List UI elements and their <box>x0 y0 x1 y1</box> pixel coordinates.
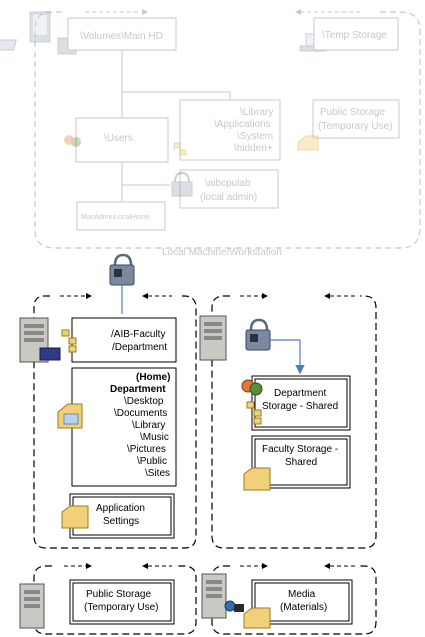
aibcpulab-line-2: (local admin) <box>200 192 257 203</box>
users-icon <box>241 379 263 396</box>
library-line-2: \Applications <box>214 119 271 130</box>
local-public-storage-line-2: (Temporary Use) <box>318 121 392 132</box>
media-line-1: Media <box>288 589 316 600</box>
library-box: \Library \Applications \System \hidden+ <box>179 99 281 161</box>
local-lock-icon <box>171 171 193 197</box>
local-machine-label: Local Machine/Workstation <box>162 247 282 258</box>
home-item-library: \Library <box>132 420 165 431</box>
temp-storage-box: \Temp Storage <box>313 17 399 51</box>
users-box: \Users <box>75 117 169 163</box>
home-folder-box: (Home) Department \Desktop \Documents \L… <box>71 367 177 487</box>
library-line-1: \Library <box>240 107 273 118</box>
faculty-storage-line-1: Faculty Storage - <box>262 444 338 455</box>
library-line-3: \System <box>237 131 273 142</box>
tree-icon <box>61 329 77 353</box>
aib-faculty-line-1: /AIB-Faculty <box>111 329 165 340</box>
dept-storage-box: Department Storage - Shared <box>251 375 351 431</box>
local-public-storage-line-1: Public Storage <box>320 107 385 118</box>
media-line-2: (Materials) <box>280 602 327 613</box>
folder-icon <box>61 505 89 529</box>
tree-icon <box>246 401 262 425</box>
department-server-region <box>211 293 377 549</box>
faculty-storage-line-2: Shared <box>285 457 317 468</box>
dept-storage-line-1: Department <box>274 388 326 399</box>
media-server-region <box>211 563 377 635</box>
temp-storage-label: \Temp Storage <box>322 30 387 41</box>
media-box: Media (Materials) <box>251 579 353 625</box>
aibcpulab-box: \aibcpulab (local admin) <box>179 169 279 209</box>
media-icon <box>224 600 244 612</box>
folder-icon <box>297 135 319 151</box>
faculty-server-region <box>33 293 197 549</box>
dept-storage-line-2: Storage - Shared <box>262 401 338 412</box>
public-storage-line-1: Public Storage <box>86 589 151 600</box>
folder-icon <box>243 467 271 491</box>
aib-faculty-line-2: /Department <box>112 342 167 353</box>
local-machine-region: Local Machine/Workstation <box>34 9 421 258</box>
users-label: \Users <box>104 133 133 144</box>
server-icon <box>19 317 61 363</box>
public-storage-line-2: (Temporary Use) <box>84 602 158 613</box>
server-icon <box>199 315 227 361</box>
public-storage-box: Public Storage (Temporary Use) <box>69 579 175 625</box>
home-folder-icon <box>57 403 83 429</box>
volumes-main-hd-box: \Volumes\Main HD <box>67 17 177 51</box>
server-icon <box>19 583 45 629</box>
folder-icon <box>243 607 271 629</box>
mac-admin-box: MacAdminLocalHome <box>76 201 166 231</box>
mac-admin-label: MacAdminLocalHome <box>81 214 150 221</box>
home-item-music: \Music <box>140 432 169 443</box>
dept-lock-icon <box>245 318 271 351</box>
aibcpulab-line-1: \aibcpulab <box>205 178 251 189</box>
server-icon <box>201 573 227 619</box>
aib-faculty-box: /AIB-Faculty /Department <box>71 317 177 363</box>
home-item-public: \Public <box>137 456 167 467</box>
home-item-documents: \Documents <box>114 408 167 419</box>
app-settings-line-1: Application <box>96 503 145 514</box>
app-settings-line-2: Settings <box>103 516 139 527</box>
home-item-desktop: \Desktop <box>124 396 164 407</box>
connection-lock-icon <box>109 253 135 286</box>
users-icon <box>64 135 81 147</box>
home-title-line-1: (Home) <box>136 372 170 383</box>
home-item-pictures: \Pictures <box>127 444 166 455</box>
home-title-line-2: Department <box>110 384 166 395</box>
library-line-4: \hidden+ <box>234 143 273 154</box>
library-tree-icon <box>173 142 187 156</box>
home-item-sites: \Sites <box>145 468 170 479</box>
local-public-storage-box: Public Storage (Temporary Use) <box>312 99 400 139</box>
dept-connector <box>270 339 305 375</box>
app-settings-box: Application Settings <box>69 493 175 539</box>
volumes-main-hd-label: \Volumes\Main HD <box>80 31 163 42</box>
public-server-region <box>33 563 197 635</box>
